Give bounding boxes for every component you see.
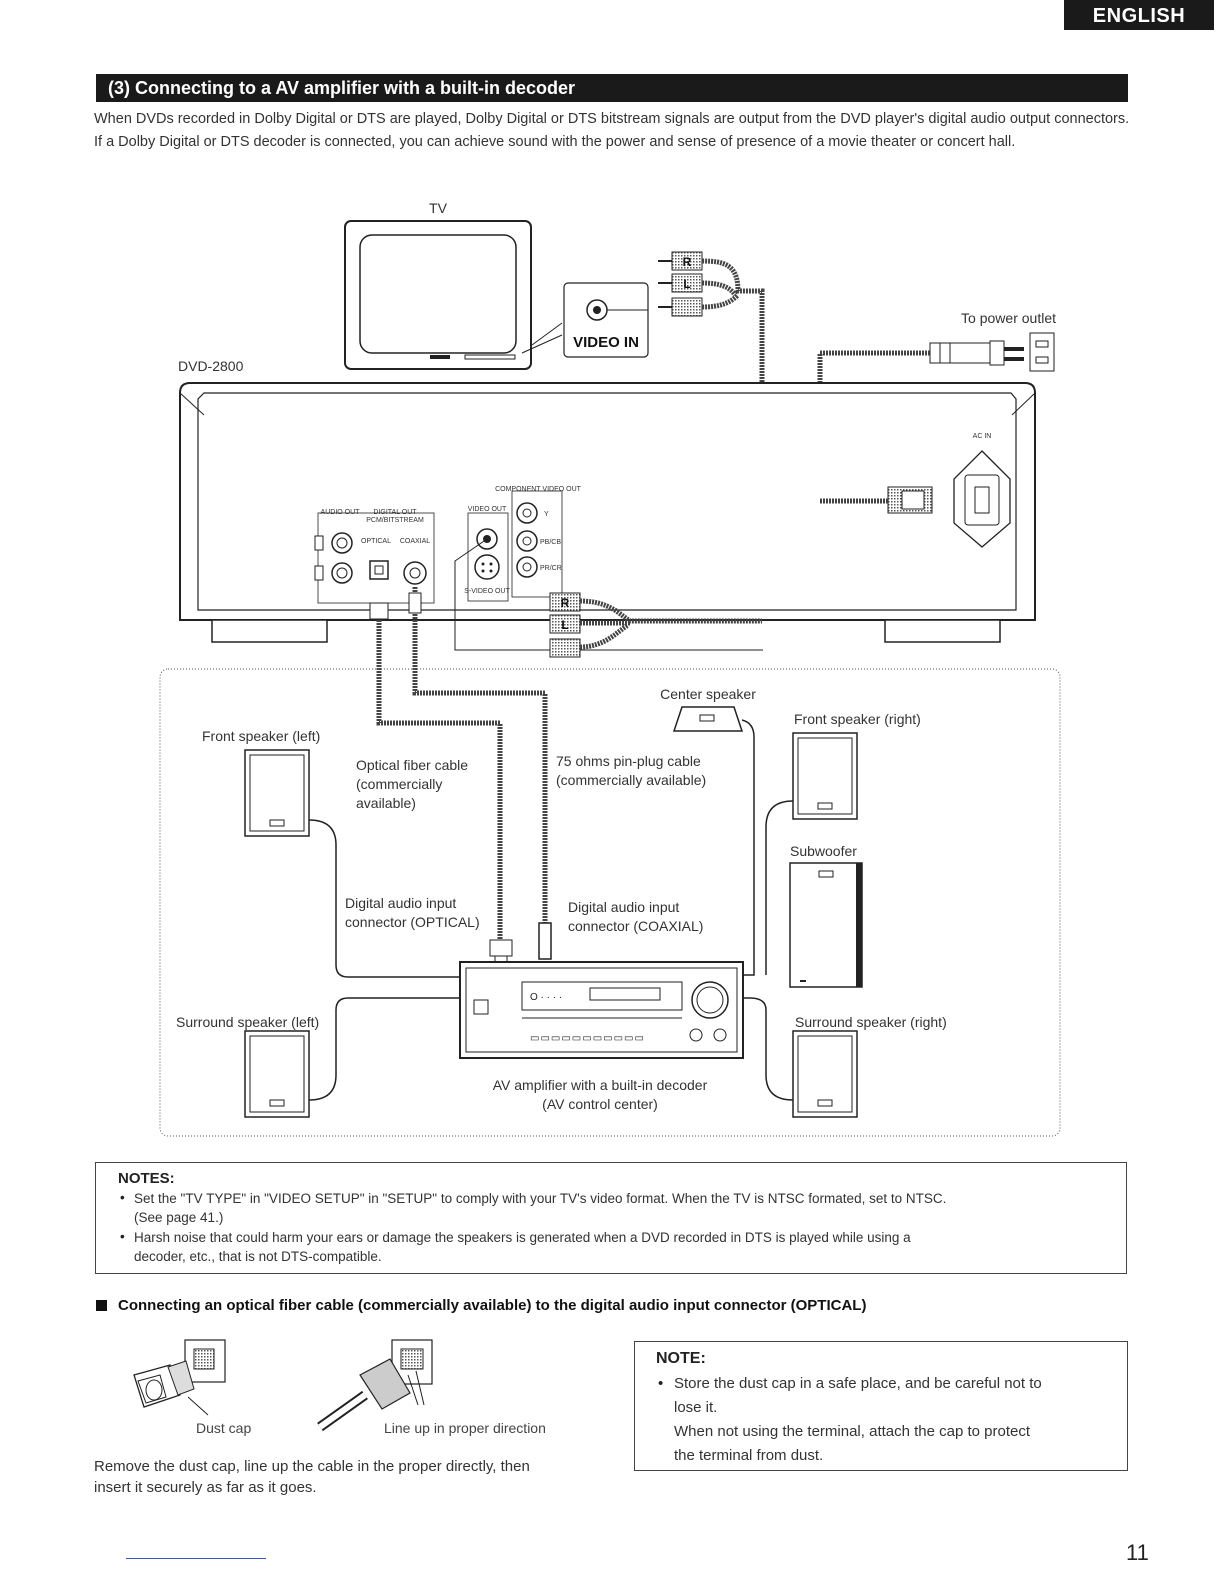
svg-text:DIGITAL OUT: DIGITAL OUT: [373, 509, 417, 516]
note-box-line-3: When not using the terminal, attach the …: [674, 1423, 1031, 1440]
svg-text:L: L: [683, 277, 690, 291]
optical-caption: Remove the dust cap, line up the cable i…: [94, 1456, 614, 1498]
note-box-line-1: Store the dust cap in a safe place, and …: [674, 1375, 1042, 1392]
note-item-2-line-2: decoder, etc., that is not DTS-compatibl…: [134, 1249, 382, 1264]
audio-digital-output-panel: AUDIO OUT DIGITAL OUT PCM/BITSTREAM OPTI…: [314, 509, 435, 604]
section-title: (3) Connecting to a AV amplifier with a …: [96, 74, 1128, 102]
svg-text:PCM/BITSTREAM: PCM/BITSTREAM: [366, 517, 424, 524]
video-in-label: VIDEO IN: [573, 334, 639, 351]
notes-title: NOTES:: [118, 1170, 175, 1187]
optical-section-heading: Connecting an optical fiber cable (comme…: [118, 1297, 867, 1314]
amplifier-label-2: (AV control center): [542, 1096, 658, 1112]
front-right-speaker-icon: [765, 732, 858, 975]
optical-cable-label-3: available): [356, 795, 416, 811]
svg-text:VIDEO OUT: VIDEO OUT: [468, 506, 507, 513]
note-item-1-line-2: (See page 41.): [134, 1210, 224, 1225]
tv-label: TV: [429, 200, 448, 216]
av-cable: [701, 258, 765, 621]
dust-cap-icon: [133, 1339, 226, 1416]
surround-left-speaker-icon: [244, 997, 460, 1118]
ac-inlet: [820, 450, 1011, 548]
note-box-line-2: lose it.: [674, 1399, 718, 1416]
video-in-callout: VIDEO IN: [521, 282, 649, 358]
coax-cable-label-1: 75 ohms pin-plug cable: [556, 753, 701, 769]
tv-rca-plugs: R L: [658, 251, 703, 317]
svg-text:PB/CB: PB/CB: [540, 539, 561, 546]
note-item-1-line-1: Set the "TV TYPE" in "VIDEO SETUP" in "S…: [134, 1191, 947, 1206]
note-box: [634, 1341, 1128, 1471]
line-up-label: Line up in proper direction: [384, 1420, 546, 1436]
page-number: 11: [1126, 1540, 1149, 1565]
svg-text:R: R: [683, 255, 692, 269]
tv-icon: [344, 220, 532, 370]
optical-cable-label-2: (commercially: [356, 776, 442, 792]
surround-right-label: Surround speaker (right): [795, 1014, 947, 1030]
coaxial-input-label-2: connector (COAXIAL): [568, 918, 703, 934]
svg-text:▭▭▭▭▭▭▭▭▭▭▭: ▭▭▭▭▭▭▭▭▭▭▭: [530, 1033, 645, 1044]
svg-text:OPTICAL: OPTICAL: [361, 538, 391, 545]
dust-cap-label: Dust cap: [196, 1420, 251, 1436]
svg-text:COMPONENT VIDEO OUT: COMPONENT VIDEO OUT: [495, 486, 582, 493]
dvd-player-rear-panel: [179, 382, 1036, 643]
amplifier-label-1: AV amplifier with a built-in decoder: [493, 1077, 708, 1093]
svg-text:L: L: [561, 618, 568, 632]
subwoofer-label: Subwoofer: [790, 843, 857, 859]
front-left-speaker-icon: [244, 749, 460, 978]
optical-caption-line-1: Remove the dust cap, line up the cable i…: [94, 1458, 530, 1475]
optical-cable-label-1: Optical fiber cable: [356, 757, 468, 773]
notes-box: [95, 1162, 1127, 1274]
optical-input-label-2: connector (OPTICAL): [345, 914, 480, 930]
note-box-line-4: the terminal from dust.: [674, 1447, 824, 1464]
footer-rule: [126, 1558, 266, 1559]
svg-text:S-VIDEO OUT: S-VIDEO OUT: [464, 588, 510, 595]
optical-input-label-1: Digital audio input: [345, 895, 456, 911]
svg-text:PR/CR: PR/CR: [540, 565, 562, 572]
svg-text:O · · · ·: O · · · ·: [530, 992, 562, 1003]
svg-text:R: R: [561, 596, 570, 610]
optical-plug-icon: [317, 1339, 433, 1432]
front-left-label: Front speaker (left): [202, 728, 320, 744]
dvd-model-label: DVD-2800: [178, 358, 244, 374]
language-tab: ENGLISH: [1064, 0, 1214, 30]
dvd-rca-plugs: R L: [549, 592, 762, 658]
svg-text:Y: Y: [544, 511, 549, 518]
note-item-2-line-1: Harsh noise that could harm your ears or…: [134, 1230, 911, 1245]
svg-text:COAXIAL: COAXIAL: [400, 538, 430, 545]
optical-connection-illustration: Dust cap Line up in proper direction: [133, 1339, 546, 1436]
center-speaker-icon: [672, 706, 755, 976]
surround-left-label: Surround speaker (left): [176, 1014, 319, 1030]
note-bullet: •: [120, 1229, 125, 1244]
power-outlet-label: To power outlet: [961, 310, 1056, 326]
optical-caption-line-2: insert it securely as far as it goes.: [94, 1479, 317, 1496]
ac-in-label: AC IN: [973, 433, 992, 440]
av-amplifier-icon: O · · · · ▭▭▭▭▭▭▭▭▭▭▭: [459, 961, 744, 1059]
intro-paragraph: When DVDs recorded in Dolby Digital or D…: [94, 111, 1130, 150]
subwoofer-icon: [789, 862, 863, 988]
coaxial-input-label-1: Digital audio input: [568, 899, 679, 915]
note-bullet: •: [120, 1190, 125, 1205]
coax-cable-label-2: (commercially available): [556, 772, 706, 788]
note-box-bullet: •: [658, 1375, 664, 1392]
front-right-label: Front speaker (right): [794, 711, 921, 727]
surround-right-speaker-icon: [743, 997, 858, 1118]
speaker-area-border: [159, 668, 1061, 1137]
center-speaker-label: Center speaker: [660, 686, 756, 702]
svg-text:AUDIO OUT: AUDIO OUT: [321, 509, 361, 516]
square-bullet-icon: [96, 1300, 107, 1311]
note-box-title: NOTE:: [656, 1350, 706, 1367]
connection-diagram: TV VIDEO IN R L To power outlet: [159, 200, 1061, 1137]
optical-coax-cables: [369, 587, 552, 965]
video-output-panel: VIDEO OUT S-VIDEO OUT COMPONENT VIDEO OU…: [454, 486, 763, 651]
